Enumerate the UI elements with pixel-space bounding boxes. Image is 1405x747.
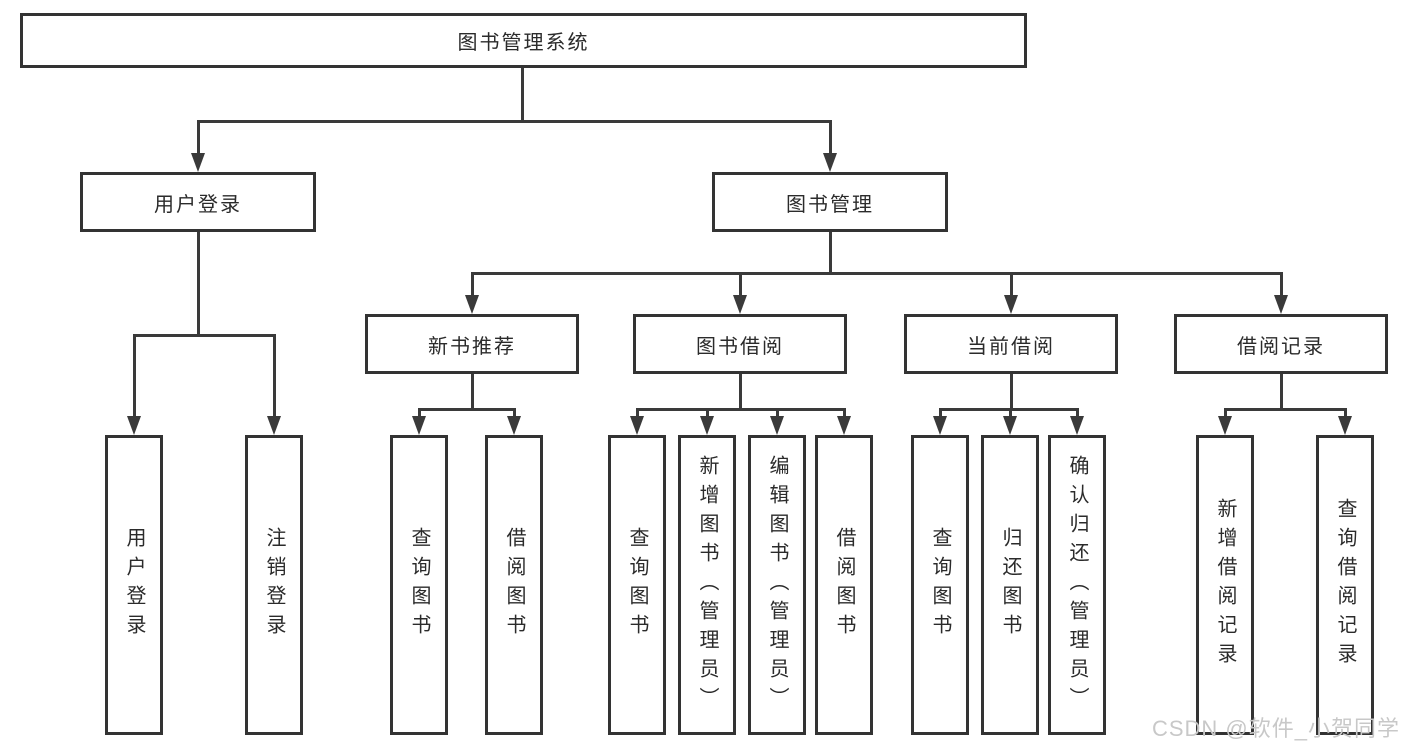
leaf-label: 查询借阅记录: [1334, 498, 1356, 672]
connector-rail: [636, 408, 846, 411]
connector-userlogin-rail: [133, 334, 276, 337]
connector-stub: [1009, 408, 1012, 418]
connector-bookmgmt-stem: [829, 232, 832, 274]
leaf-query-books-current: 查询图书: [911, 435, 969, 735]
leaf-label: 注销登录: [263, 527, 285, 643]
connector-stem: [1010, 374, 1013, 410]
connector-stub: [1076, 408, 1079, 418]
connector-bookmgmt-rail: [471, 272, 1282, 275]
connector-stub: [739, 272, 742, 298]
arrowhead-down-icon: [1274, 295, 1288, 314]
leaf-label: 查询图书: [408, 527, 430, 643]
connector-rail: [418, 408, 516, 411]
arrowhead-down-icon: [933, 416, 947, 435]
leaf-label: 归还图书: [999, 527, 1021, 643]
arrowhead-down-icon: [837, 416, 851, 435]
node-current-borrowing: 当前借阅: [904, 314, 1118, 374]
arrowhead-down-icon: [630, 416, 644, 435]
arrowhead-down-icon: [191, 153, 205, 172]
arrowhead-down-icon: [267, 416, 281, 435]
leaf-confirm-return-admin: 确认归还（管理员）: [1048, 435, 1106, 735]
leaf-label: 用户登录: [123, 527, 145, 643]
arrowhead-down-icon: [733, 295, 747, 314]
arrowhead-down-icon: [700, 416, 714, 435]
arrowhead-down-icon: [465, 295, 479, 314]
connector-userlogin-stem: [197, 232, 200, 336]
leaf-label: 查询图书: [929, 527, 951, 643]
connector-stub: [1010, 272, 1013, 298]
leaf-logout-login: 注销登录: [245, 435, 303, 735]
node-label: 借阅记录: [1237, 335, 1325, 358]
connector-stub: [1224, 408, 1227, 418]
connector-stub: [706, 408, 709, 418]
arrowhead-down-icon: [1338, 416, 1352, 435]
connector-stub: [939, 408, 942, 418]
leaf-label: 编辑图书（管理员）: [766, 454, 788, 716]
connector-stub: [776, 408, 779, 418]
arrowhead-down-icon: [412, 416, 426, 435]
connector-stub: [273, 334, 276, 418]
arrowhead-down-icon: [1218, 416, 1232, 435]
node-new-book-recommend: 新书推荐: [365, 314, 579, 374]
connector-root-rail: [197, 120, 831, 123]
arrowhead-down-icon: [127, 416, 141, 435]
node-library-management-system: 图书管理系统: [20, 13, 1027, 68]
leaf-label: 确认归还（管理员）: [1066, 454, 1088, 716]
node-label: 图书管理系统: [457, 32, 590, 54]
connector-stem: [739, 374, 742, 410]
connector-stub: [418, 408, 421, 418]
leaf-edit-books-admin: 编辑图书（管理员）: [748, 435, 806, 735]
leaf-label: 借阅图书: [503, 527, 525, 643]
node-book-borrowing: 图书借阅: [633, 314, 847, 374]
node-label: 图书借阅: [696, 335, 784, 358]
leaf-borrow-books-recommend: 借阅图书: [485, 435, 543, 735]
connector-stub: [829, 120, 832, 156]
node-label: 当前借阅: [967, 335, 1055, 358]
leaf-return-books: 归还图书: [981, 435, 1039, 735]
arrowhead-down-icon: [1070, 416, 1084, 435]
connector-stub: [1280, 272, 1283, 298]
node-book-management: 图书管理: [712, 172, 948, 232]
connector-stub: [1344, 408, 1347, 418]
node-borrowing-records: 借阅记录: [1174, 314, 1388, 374]
connector-stub: [513, 408, 516, 418]
leaf-user-login: 用户登录: [105, 435, 163, 735]
leaf-label: 借阅图书: [833, 527, 855, 643]
node-label: 图书管理: [786, 193, 874, 216]
connector-stem: [471, 374, 474, 410]
connector-stub: [843, 408, 846, 418]
connector-root-stem: [521, 68, 524, 122]
connector-stub: [636, 408, 639, 418]
leaf-query-books-borrow: 查询图书: [608, 435, 666, 735]
arrowhead-down-icon: [1004, 295, 1018, 314]
node-label: 用户登录: [154, 193, 242, 216]
connector-stem: [1280, 374, 1283, 410]
connector-rail: [1224, 408, 1347, 411]
node-label: 新书推荐: [428, 335, 516, 358]
arrowhead-down-icon: [507, 416, 521, 435]
arrowhead-down-icon: [1003, 416, 1017, 435]
connector-stub: [133, 334, 136, 418]
leaf-add-books-admin: 新增图书（管理员）: [678, 435, 736, 735]
node-user-login: 用户登录: [80, 172, 316, 232]
connector-stub: [471, 272, 474, 298]
arrowhead-down-icon: [770, 416, 784, 435]
leaf-label: 新增图书（管理员）: [696, 454, 718, 716]
leaf-query-books-recommend: 查询图书: [390, 435, 448, 735]
leaf-add-borrow-record: 新增借阅记录: [1196, 435, 1254, 735]
csdn-watermark: CSDN @软件_小贺同学: [1151, 716, 1400, 741]
leaf-label: 查询图书: [626, 527, 648, 643]
leaf-query-borrow-record: 查询借阅记录: [1316, 435, 1374, 735]
leaf-label: 新增借阅记录: [1214, 498, 1236, 672]
leaf-borrow-books: 借阅图书: [815, 435, 873, 735]
arrowhead-down-icon: [823, 153, 837, 172]
connector-stub: [197, 120, 200, 156]
